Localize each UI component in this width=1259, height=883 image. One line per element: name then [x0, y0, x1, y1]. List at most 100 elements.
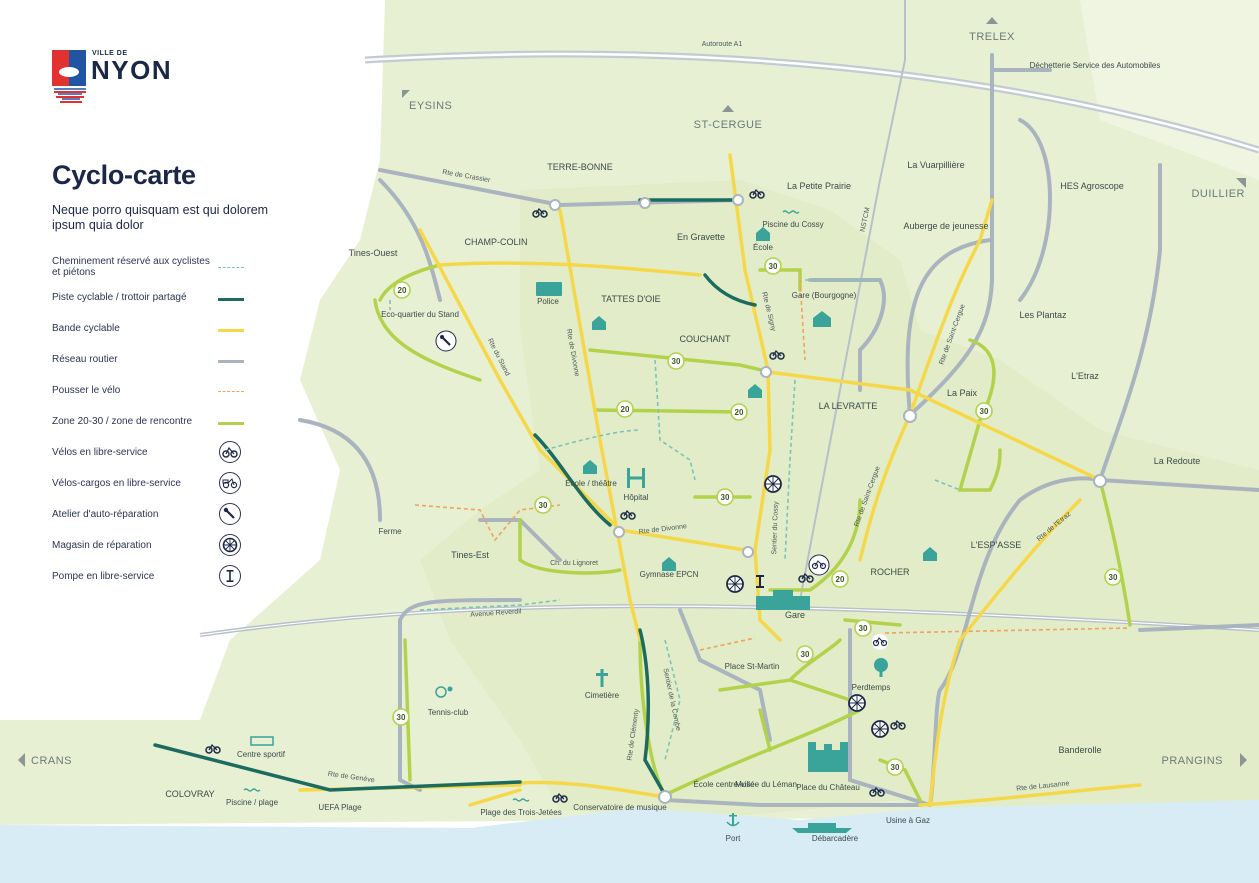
svg-text:30: 30 — [397, 713, 406, 722]
nyon-logo — [52, 50, 90, 113]
svg-text:La Vuarpillière: La Vuarpillière — [907, 160, 964, 170]
legend-item-road: Réseau routier — [52, 344, 302, 375]
svg-text:En Gravette: En Gravette — [677, 232, 725, 242]
zone-swatch — [218, 421, 244, 425]
svg-text:Tines-Ouest: Tines-Ouest — [349, 248, 398, 258]
bike-icon — [798, 572, 814, 583]
legend-item-repair-shop: Magasin de réparation — [52, 530, 302, 561]
svg-text:Conservatoire de musique: Conservatoire de musique — [573, 803, 667, 812]
bike-icon — [869, 786, 885, 797]
legend-panel: Cyclo-carte Neque porro quisquam est qui… — [52, 160, 302, 592]
zone-marker: 20 — [393, 281, 411, 299]
anchor-icon — [726, 813, 740, 827]
svg-text:Perdtemps: Perdtemps — [852, 683, 891, 692]
svg-text:TRELEX: TRELEX — [969, 31, 1015, 43]
svg-text:30: 30 — [672, 357, 681, 366]
svg-text:PRANGINS: PRANGINS — [1162, 755, 1223, 767]
zone-marker: 30 — [854, 619, 872, 637]
svg-text:HES Agroscope: HES Agroscope — [1060, 181, 1124, 191]
legend-label: Atelier d'auto-réparation — [52, 509, 159, 520]
legend-label: Magasin de réparation — [52, 540, 152, 551]
wheel-icon — [219, 533, 241, 556]
svg-text:30: 30 — [721, 493, 730, 502]
svg-text:Place St-Martin: Place St-Martin — [725, 662, 780, 671]
nyon-crest-icon — [52, 50, 86, 103]
svg-text:UEFA Plage: UEFA Plage — [318, 803, 362, 812]
school-icon — [583, 460, 597, 474]
legend-label: Zone 20-30 / zone de rencontre — [52, 416, 193, 427]
svg-text:Autoroute A1: Autoroute A1 — [702, 41, 743, 48]
pool-icon — [782, 210, 800, 214]
zone-marker: 30 — [392, 708, 410, 726]
svg-text:L'ESP'ASSE: L'ESP'ASSE — [971, 540, 1021, 550]
zone-20-30-network — [373, 263, 1132, 802]
legend-label: Vélos en libre-service — [52, 447, 148, 458]
svg-text:30: 30 — [769, 262, 778, 271]
legend-label: Bande cyclable — [52, 323, 120, 334]
arrow-up-icon — [986, 17, 998, 24]
poi-icons — [243, 210, 937, 833]
logo-prefix: VILLE DE — [92, 50, 128, 57]
cross-icon — [596, 669, 608, 687]
svg-text:La Redoute: La Redoute — [1154, 456, 1201, 466]
svg-text:Centre sportif: Centre sportif — [237, 750, 286, 759]
railway-inner — [199, 605, 1259, 636]
svg-text:École / théâtre: École / théâtre — [565, 479, 617, 488]
svg-text:30: 30 — [891, 763, 900, 772]
legend-item-shared-path: Cheminement réservé aux cyclistes et pié… — [52, 251, 302, 282]
junctions — [549, 194, 1107, 804]
svg-text:Avenue Reverdil: Avenue Reverdil — [470, 608, 522, 619]
svg-text:Débarcadère: Débarcadère — [812, 834, 859, 843]
svg-text:Piscine / plage: Piscine / plage — [226, 798, 279, 807]
zone-marker: 20 — [616, 400, 634, 418]
svg-text:30: 30 — [1109, 573, 1118, 582]
wheel-icon — [764, 475, 782, 493]
svg-text:Les Plantaz: Les Plantaz — [1019, 310, 1067, 320]
svg-text:ROCHER: ROCHER — [870, 567, 910, 577]
tree-icon — [874, 658, 888, 677]
cargo-bike-icon — [219, 471, 241, 494]
station-icon — [813, 311, 831, 327]
legend-item-bike-track: Piste cyclable / trottoir partagé — [52, 282, 302, 313]
svg-text:TERRE-BONNE: TERRE-BONNE — [547, 162, 613, 172]
shared-path-swatch — [218, 266, 244, 268]
zone-marker: 30 — [764, 257, 782, 275]
hospital-icon — [627, 468, 645, 488]
legend-label: Pompe en libre-service — [52, 571, 155, 582]
svg-text:Police: Police — [537, 297, 559, 306]
zone-marker: 30 — [534, 496, 552, 514]
district-labels: TERRE-BONNE CHAMP-COLIN TATTES D'OIE COU… — [165, 162, 1021, 799]
svg-text:Musée du Léman: Musée du Léman — [735, 780, 797, 789]
cargo-bike-icon — [808, 554, 830, 576]
arrow-upright-icon — [1236, 178, 1246, 188]
svg-text:30: 30 — [801, 650, 810, 659]
svg-text:30: 30 — [539, 501, 548, 510]
lake — [0, 800, 1259, 883]
push-bike-network — [414, 279, 1131, 651]
svg-text:La Paix: La Paix — [947, 388, 978, 398]
bike-track-network — [153, 198, 757, 797]
bike-icon — [205, 743, 221, 754]
svg-text:Hôpital: Hôpital — [624, 493, 649, 502]
pool-icon — [512, 798, 530, 802]
zone-marker: 30 — [975, 402, 993, 420]
svg-text:Tennis-club: Tennis-club — [428, 708, 469, 717]
bike-icon — [552, 792, 568, 803]
legend-label: Vélos-cargos en libre-service — [52, 478, 181, 489]
pool-icon — [243, 788, 261, 792]
school-icon — [662, 557, 676, 571]
legend-item-zone: Zone 20-30 / zone de rencontre — [52, 406, 302, 437]
zone-marker: 30 — [1104, 568, 1122, 586]
svg-text:École: École — [753, 243, 774, 252]
svg-text:La Petite Prairie: La Petite Prairie — [787, 181, 851, 191]
legend-item-repair-station: Atelier d'auto-réparation — [52, 499, 302, 530]
arrow-left-icon — [18, 753, 25, 767]
road-swatch — [218, 359, 244, 363]
svg-text:Place du Château: Place du Château — [796, 783, 860, 792]
legend-label: Piste cyclable / trottoir partagé — [52, 292, 187, 303]
castle-icon — [808, 742, 848, 772]
svg-text:Ferme: Ferme — [378, 527, 402, 536]
svg-text:Eco-quartier du Stand: Eco-quartier du Stand — [381, 310, 459, 319]
